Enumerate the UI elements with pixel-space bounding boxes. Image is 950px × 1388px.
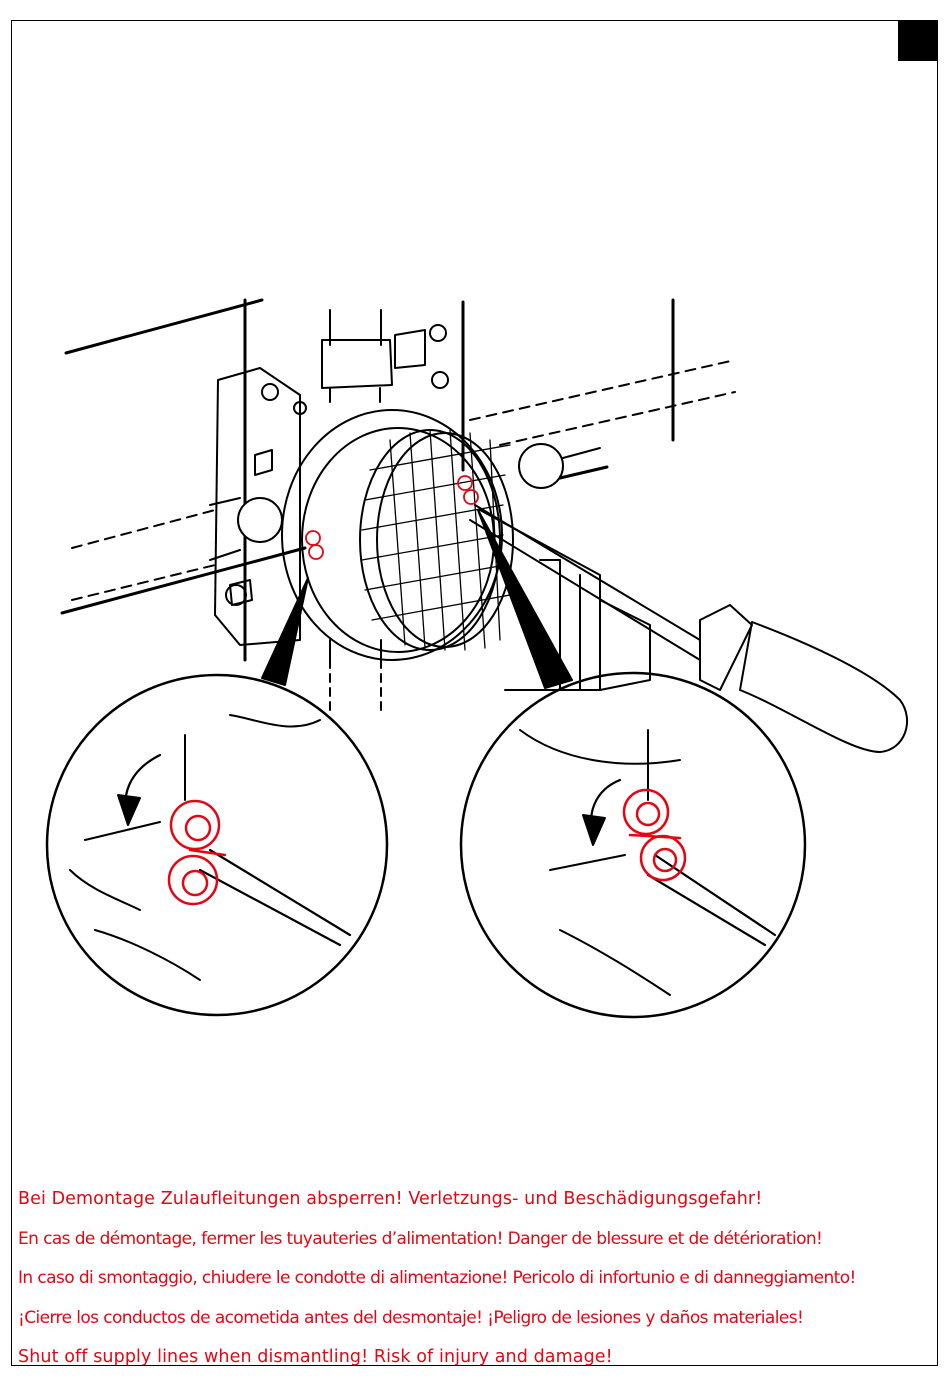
detail-view-left xyxy=(45,673,389,1017)
wall-reference-lines xyxy=(60,298,736,711)
warning-fr: En cas de démontage, fermer les tuyauter… xyxy=(18,1228,823,1249)
pipe-plug-right xyxy=(518,443,564,489)
page-frame xyxy=(11,20,938,1366)
detail-view-right xyxy=(459,671,807,1019)
installation-illustration xyxy=(45,298,909,1019)
warning-notes: Bei Demontage Zulaufleitungen absperren!… xyxy=(18,1180,933,1378)
stop-screw-icon xyxy=(305,475,479,560)
detail-pointer-right xyxy=(477,509,573,689)
pipe-right xyxy=(562,447,601,459)
detail-pointer-left xyxy=(261,577,309,686)
knurled-ring xyxy=(359,429,514,651)
page-corner-tab xyxy=(898,20,938,61)
warning-de: Bei Demontage Zulaufleitungen absperren!… xyxy=(18,1189,763,1209)
warning-en: Shut off supply lines when dismantling! … xyxy=(18,1347,613,1367)
pipe-left xyxy=(209,497,241,561)
pipe-plug-left xyxy=(237,497,283,543)
warning-es: ¡Cierre los conductos de acometida antes… xyxy=(18,1307,804,1328)
warning-it: In caso di smontaggio, chiudere le condo… xyxy=(18,1268,856,1288)
cartridge xyxy=(479,509,651,691)
screwdriver-icon xyxy=(469,504,909,753)
